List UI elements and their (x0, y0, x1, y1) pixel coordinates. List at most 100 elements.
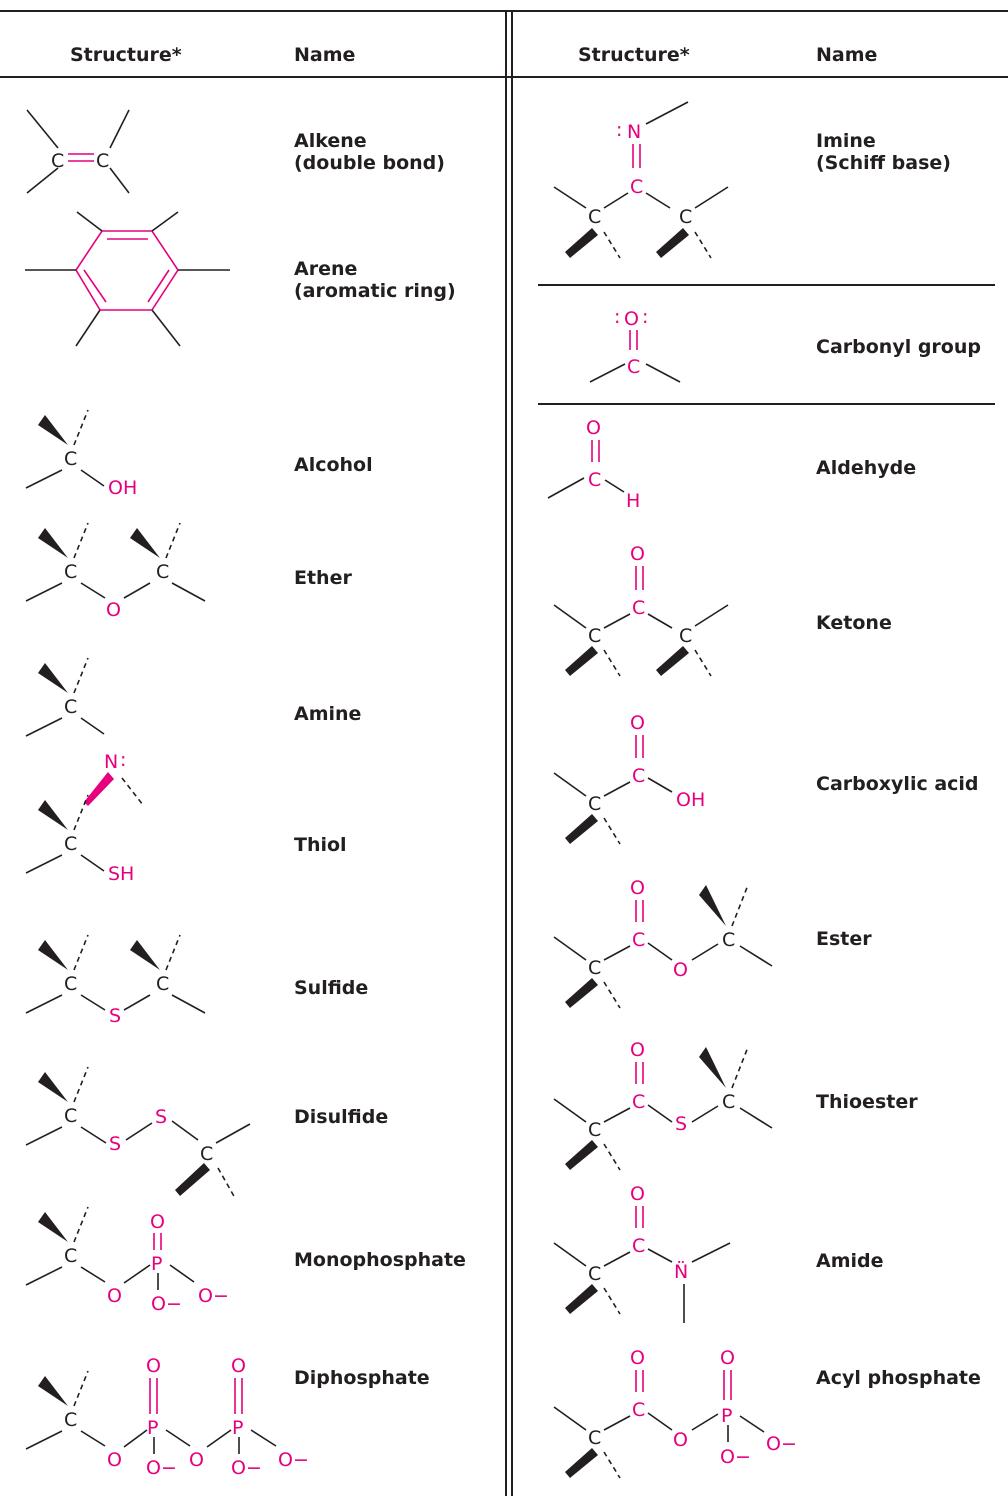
atom-c: C (156, 973, 169, 995)
atom-c: C (96, 150, 109, 172)
atom-o-minus: O− (231, 1457, 262, 1479)
structure-thioester: O C S C C (553, 1039, 773, 1171)
structure-monophosphate: C O O P O− O− (25, 1206, 229, 1315)
left-name-header: Name (294, 44, 356, 66)
atom-o-minus: O− (198, 1285, 229, 1307)
name-arene: Arene (aromatic ring) (294, 258, 456, 302)
atom-o: O (586, 417, 601, 439)
atom-c: C (64, 561, 77, 583)
atom-s: S (675, 1113, 687, 1135)
atom-oh: OH (676, 789, 705, 811)
atom-c: C (64, 1105, 77, 1127)
atom-s: S (109, 1005, 121, 1027)
name-thioester: Thioester (816, 1091, 918, 1113)
atom-c: C (64, 973, 77, 995)
structure-arene (25, 211, 230, 347)
atom-c: C (722, 929, 735, 951)
structure-diphosphate: C O O P O− O O P O− O− (25, 1355, 309, 1479)
atom-o: O (630, 543, 645, 565)
name-ketone: Ketone (816, 612, 892, 634)
atom-n: N (627, 121, 641, 143)
atom-c: C (200, 1143, 213, 1165)
atom-c: C (632, 929, 645, 951)
name-sulfide: Sulfide (294, 977, 369, 999)
atom-o: O (630, 1183, 645, 1205)
table-top-rule (0, 10, 1008, 12)
atom-o: O (630, 877, 645, 899)
atom-c: C (64, 696, 77, 718)
structure-alkene: C C (26, 109, 130, 194)
atom-s: S (155, 1106, 167, 1128)
structure-carboxylic-acid: O C OH C (553, 712, 705, 845)
atom-c: C (588, 469, 601, 491)
name-monophosphate: Monophosphate (294, 1249, 466, 1271)
right-structure-header: Structure* (578, 44, 690, 66)
structure-thiol: C SH (25, 794, 134, 885)
left-structure-header: Structure* (70, 44, 182, 66)
atom-c: C (588, 793, 601, 815)
atom-c: C (588, 625, 601, 647)
atom-c: C (627, 356, 640, 378)
atom-c: C (632, 765, 645, 787)
name-diphosphate: Diphosphate (294, 1367, 430, 1389)
atom-c: C (632, 1091, 645, 1113)
atom-c: C (64, 448, 77, 470)
lone-pair: : (616, 119, 622, 141)
name-disulfide: Disulfide (294, 1106, 389, 1128)
atom-o: O (107, 1285, 122, 1307)
atom-c: C (632, 1235, 645, 1257)
atom-o: O (231, 1355, 246, 1377)
atom-s: S (109, 1133, 121, 1155)
atom-c: C (630, 176, 643, 198)
atom-c: C (632, 1399, 645, 1421)
atom-n: N (104, 751, 118, 773)
name-imine: Imine (Schiff base) (816, 130, 951, 174)
atom-n-lone-pair: N̈ (674, 1261, 688, 1283)
lone-pair: : (120, 749, 126, 771)
atom-h: H (626, 490, 640, 512)
atom-c: C (722, 1091, 735, 1113)
atom-c: C (588, 957, 601, 979)
structure-amine: C N : (25, 657, 144, 806)
atom-o: O (720, 1347, 735, 1369)
atom-o-minus: O− (146, 1457, 177, 1479)
atom-o: O (630, 1347, 645, 1369)
atom-c: C (51, 150, 64, 172)
atom-o: O (630, 712, 645, 734)
lone-pair: : (642, 306, 648, 328)
atom-oh: OH (108, 477, 137, 499)
structure-alcohol: C OH (25, 409, 137, 499)
atom-o: O (673, 1429, 688, 1451)
column-divider-right (511, 10, 513, 1496)
atom-c: C (588, 206, 601, 228)
structure-imine: : N C C C (553, 101, 729, 259)
atom-o-minus: O− (151, 1293, 182, 1315)
atom-o: O (189, 1449, 204, 1471)
atom-o: O (106, 599, 121, 621)
atom-p: P (151, 1253, 162, 1275)
atom-c: C (156, 561, 169, 583)
structure-sulfide: C S C (25, 934, 206, 1027)
atom-o-minus: O− (766, 1433, 797, 1455)
lone-pair: : (614, 306, 620, 328)
atom-c: C (588, 1119, 601, 1141)
column-divider-left (505, 10, 507, 1496)
atom-c: C (632, 597, 645, 619)
atom-o: O (630, 1039, 645, 1061)
carbonyl-aldehyde-divider (538, 403, 995, 405)
name-acyl-phosphate: Acyl phosphate (816, 1367, 981, 1389)
name-amine: Amine (294, 703, 362, 725)
structure-carbonyl-group: : O : C (589, 306, 681, 383)
atom-c: C (588, 1427, 601, 1449)
atom-sh: SH (108, 863, 134, 885)
right-name-header: Name (816, 44, 878, 66)
name-alcohol: Alcohol (294, 454, 373, 476)
atom-c: C (679, 206, 692, 228)
header-rule (0, 76, 1008, 78)
atom-o: O (150, 1211, 165, 1233)
structure-acyl-phosphate: O C O O P O− O− C (553, 1347, 797, 1479)
name-aldehyde: Aldehyde (816, 457, 917, 479)
name-amide: Amide (816, 1250, 884, 1272)
